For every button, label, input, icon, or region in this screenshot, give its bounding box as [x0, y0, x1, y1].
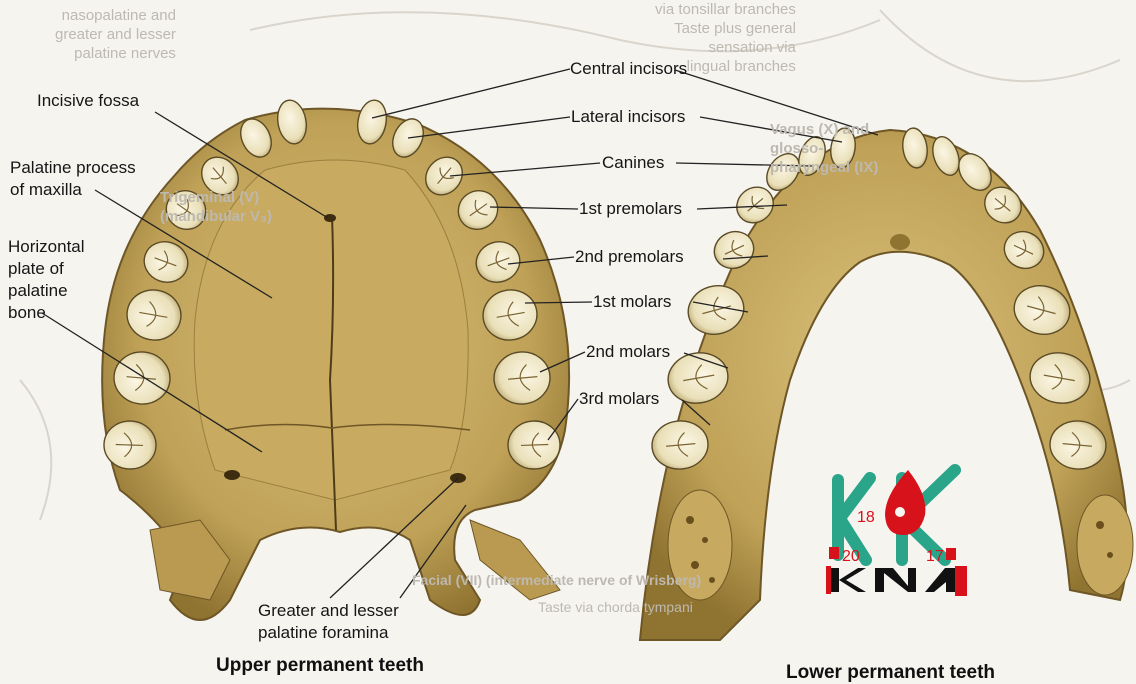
label-lateral-incisors: Lateral incisors — [571, 106, 685, 128]
label-horizontal-plate-line4: bone — [8, 302, 85, 324]
mental-spine — [890, 234, 910, 250]
kna-logo: 18 20 17 — [826, 470, 967, 596]
foramen-left — [224, 470, 240, 480]
label-horizontal-plate-line2: plate of — [8, 258, 85, 280]
label-horizontal-plate-line3: palatine — [8, 280, 85, 302]
label-first-premolars: 1st premolars — [579, 198, 682, 220]
caption-lower-teeth: Lower permanent teeth — [786, 662, 995, 684]
label-palatine-process-line1: Palatine process — [10, 157, 136, 179]
ghost-text-taste: Taste via chorda tympani — [538, 598, 693, 617]
label-second-premolars: 2nd premolars — [575, 246, 684, 268]
ghost-text-trigeminal: Trigeminal (V) (mandibular V₃) — [160, 188, 272, 226]
leader-central-upper — [372, 69, 570, 118]
label-second-molars: 2nd molars — [586, 341, 670, 363]
label-incisive-fossa: Incisive fossa — [37, 90, 139, 112]
label-palatine-foramina: Greater and lesser palatine foramina — [258, 600, 399, 644]
logo-year-left: 20 — [842, 548, 860, 565]
label-palatine-process-line2: of maxilla — [10, 179, 136, 201]
logo-year-right: 17 — [926, 548, 944, 565]
label-palatine-foramina-line1: Greater and lesser — [258, 600, 399, 622]
label-canines: Canines — [602, 152, 664, 174]
label-palatine-foramina-line2: palatine foramina — [258, 622, 399, 644]
ghost-text-top-left: nasopalatine and greater and lesser pala… — [55, 6, 176, 63]
incisive-fossa-mark — [324, 214, 336, 222]
logo-drop — [885, 470, 925, 535]
logo-number: 18 — [857, 509, 875, 526]
ramus-cut-right — [1077, 495, 1133, 595]
label-first-molars: 1st molars — [593, 291, 671, 313]
label-third-molars: 3rd molars — [579, 388, 659, 410]
ghost-text-vagus: Vagus (X) and glosso- pharyngeal (IX) — [770, 120, 878, 177]
ghost-text-facial: Facial (VII) (intermediate nerve of Wris… — [412, 571, 701, 590]
caption-upper-teeth: Upper permanent teeth — [216, 655, 424, 677]
label-horizontal-plate-line1: Horizontal — [8, 236, 85, 258]
label-horizontal-plate: Horizontal plate of palatine bone — [8, 236, 85, 324]
leader-lateral-upper — [408, 117, 570, 138]
label-central-incisors: Central incisors — [570, 58, 687, 80]
upper-left-third-molar — [103, 420, 157, 470]
label-palatine-process: Palatine process of maxilla — [10, 157, 136, 201]
upper-right-third-molar — [507, 420, 561, 470]
